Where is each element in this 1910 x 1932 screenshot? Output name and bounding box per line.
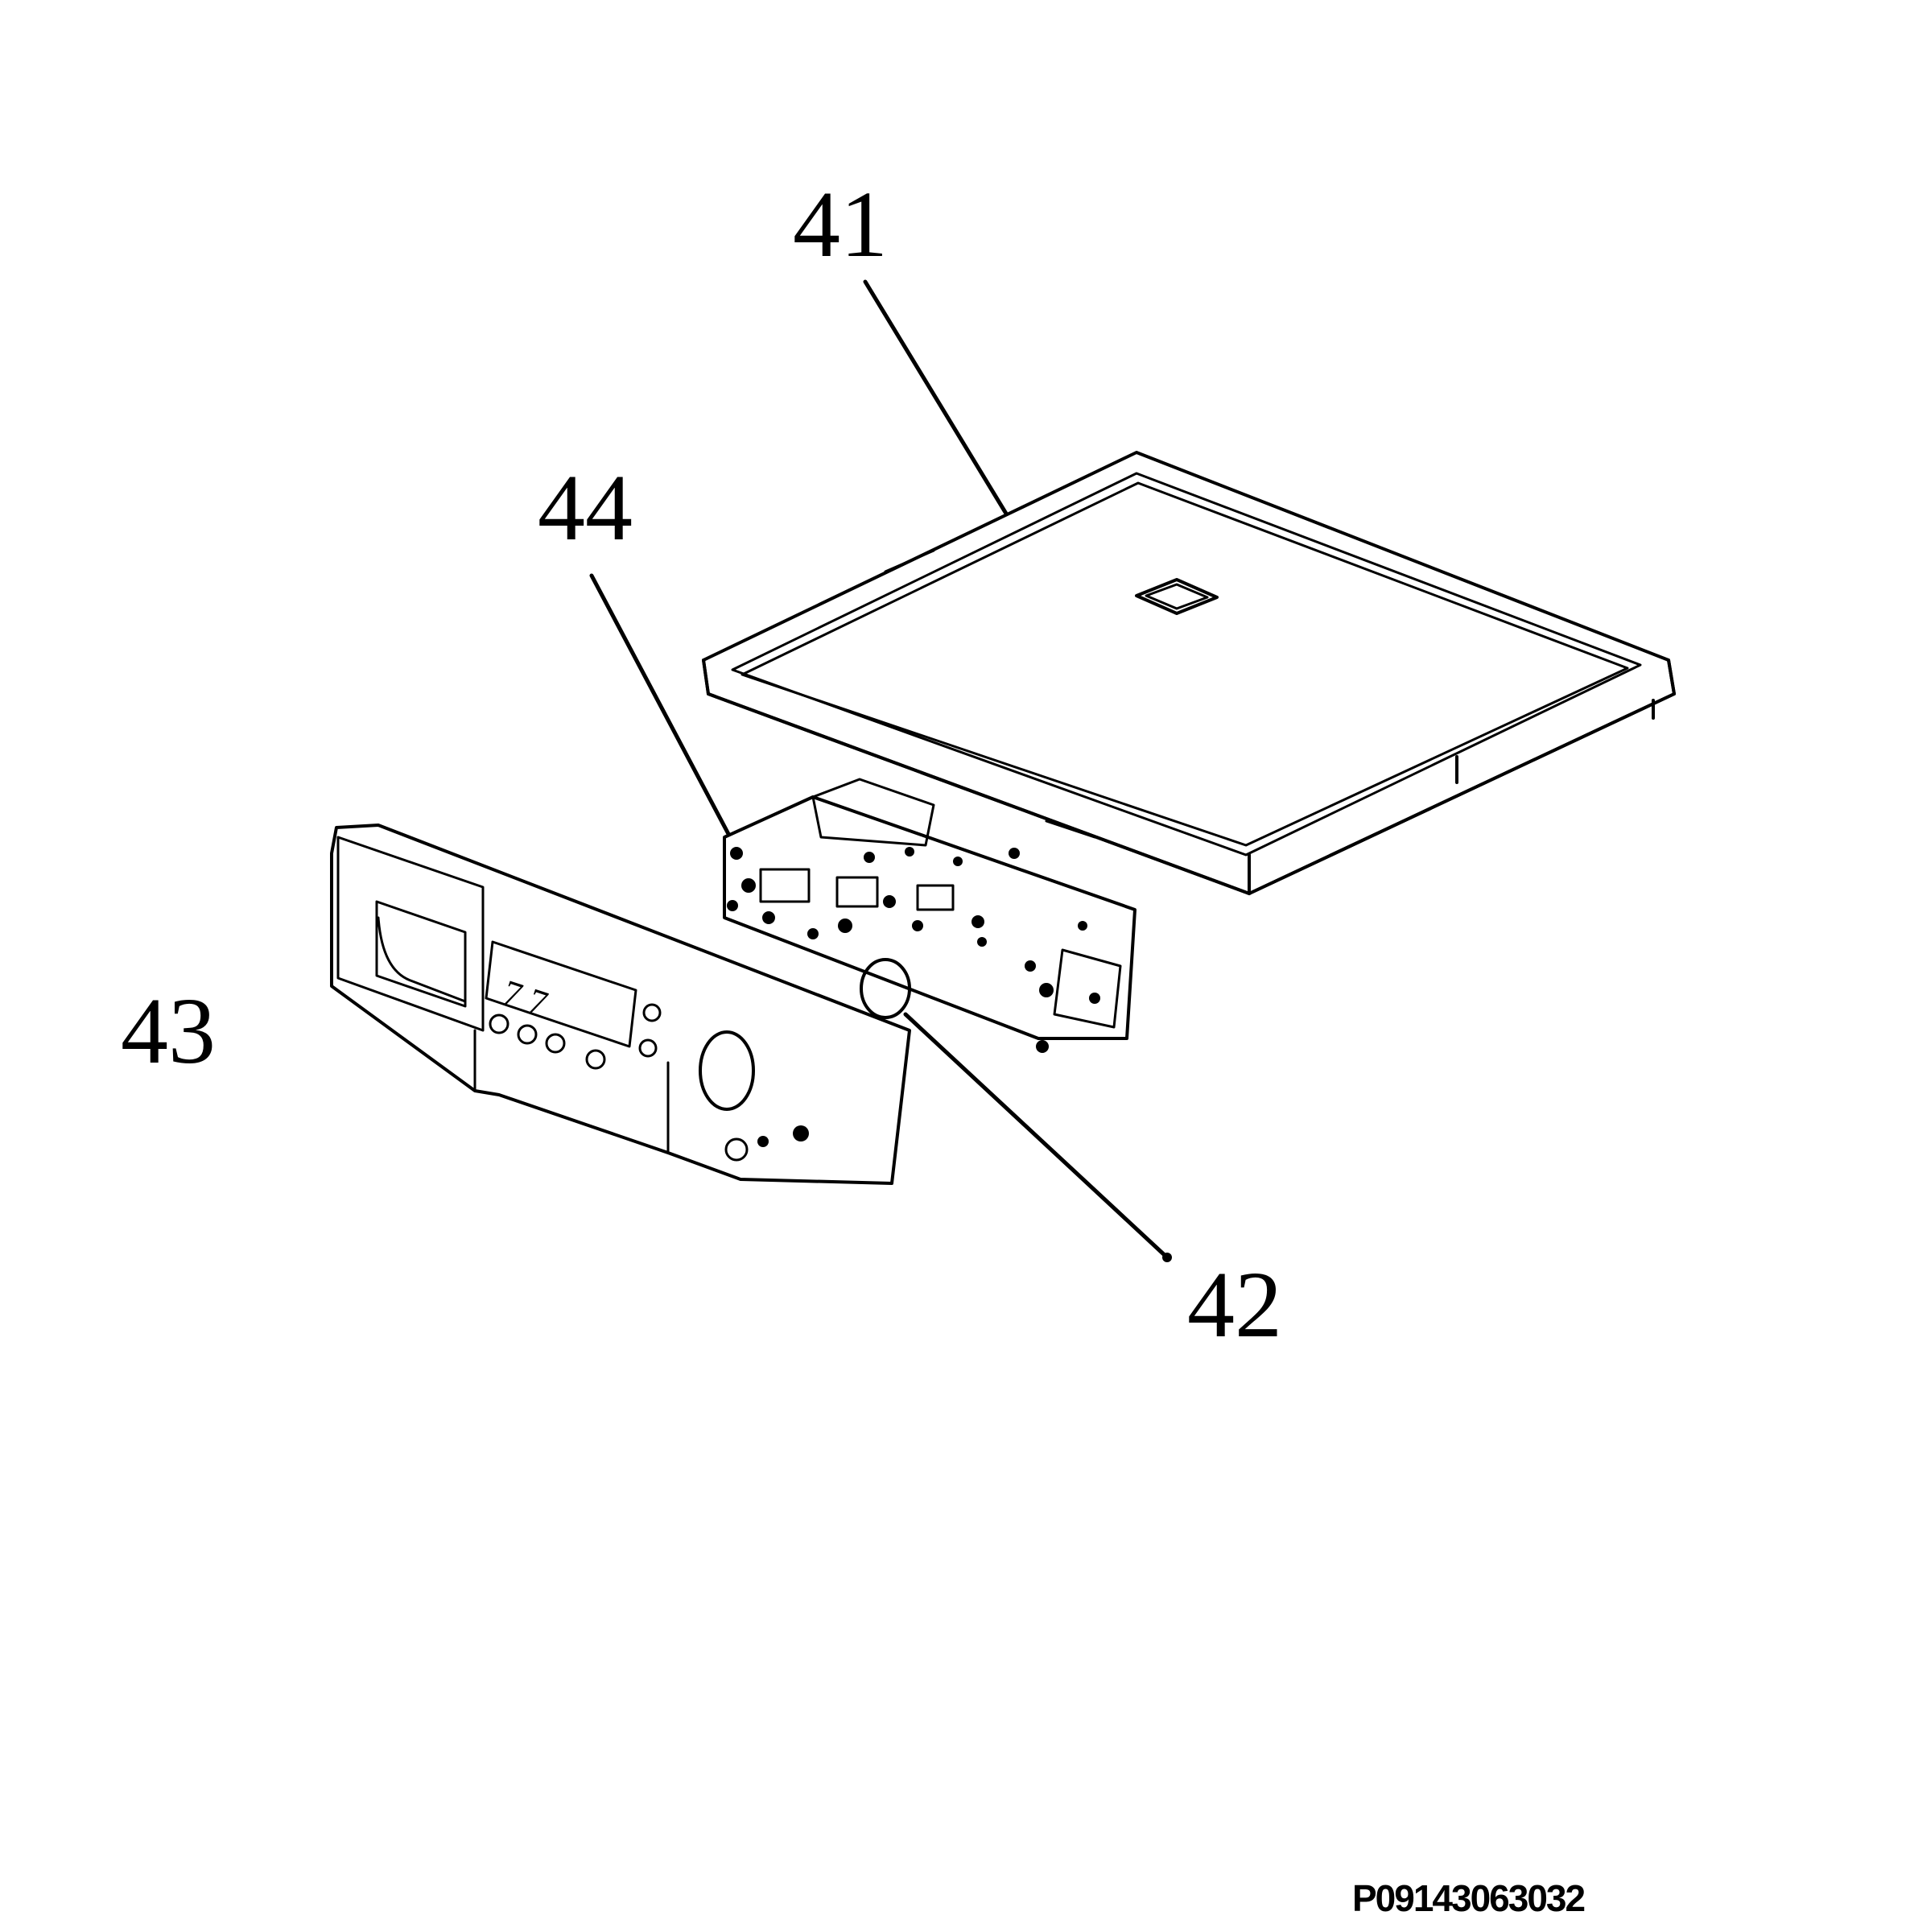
leader-42 bbox=[903, 1012, 1170, 1260]
part-44-electronic-board bbox=[723, 778, 1137, 1053]
label-part-44: 44 bbox=[538, 455, 633, 560]
display-digits-decoration: 7 7 bbox=[498, 972, 552, 1024]
figure-code: P09143063032 bbox=[1352, 1877, 1585, 1919]
leader-lines bbox=[589, 279, 1172, 1262]
leader-44 bbox=[589, 573, 731, 836]
part-41-top-cover bbox=[702, 451, 1676, 895]
leader-41 bbox=[863, 279, 1009, 516]
label-part-43: 43 bbox=[121, 978, 216, 1084]
part-43-control-panel: 7 7 bbox=[330, 824, 911, 1185]
label-part-41: 41 bbox=[793, 171, 888, 277]
label-part-42: 42 bbox=[1187, 1252, 1282, 1357]
